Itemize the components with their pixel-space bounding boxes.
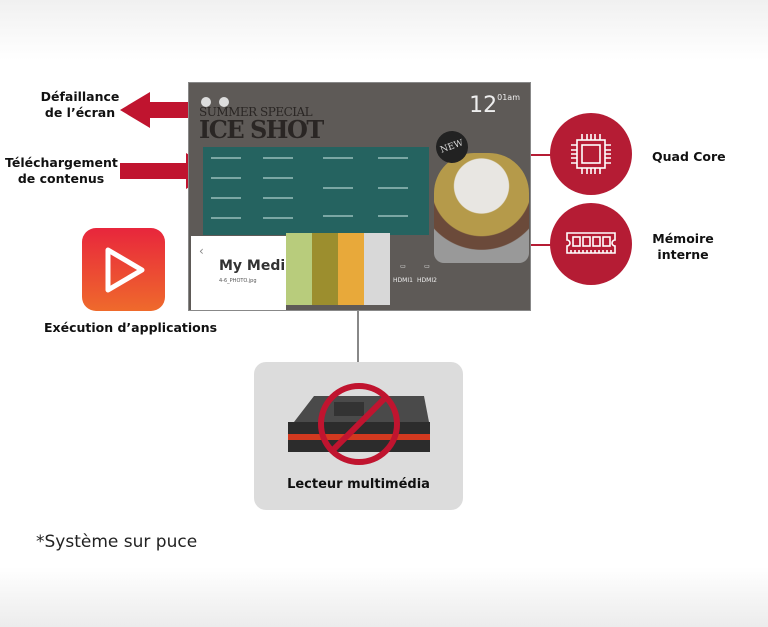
- label-screen-failure: Défaillance de l’écran: [40, 89, 120, 120]
- arrow-left-icon: [120, 92, 190, 128]
- connector-line: [531, 154, 551, 156]
- clock-hour: 12: [469, 93, 498, 118]
- launcher-card-my-media[interactable]: ‹ My Medi 4-6_PHOTO.jpg: [191, 236, 286, 310]
- bottom-band: [0, 567, 768, 627]
- clock-ampm: am: [507, 93, 520, 102]
- status-dot-icon: [219, 97, 229, 107]
- connector-line: [357, 311, 359, 362]
- chevron-left-icon[interactable]: ‹: [199, 244, 204, 258]
- top-band: [0, 0, 768, 60]
- promo-subtitle: SUMMER SPECIAL: [199, 105, 313, 119]
- app-tile[interactable]: [364, 233, 390, 305]
- footnote: *Système sur puce: [36, 532, 198, 552]
- menu-board: [203, 147, 429, 235]
- hdmi1-label: HDMI1: [393, 277, 413, 284]
- launcher-subtitle: 4-6_PHOTO.jpg: [219, 278, 257, 284]
- connector-line: [531, 244, 551, 246]
- app-tile[interactable]: [286, 233, 312, 305]
- hdmi2-tile[interactable]: ▭HDMI2: [417, 263, 437, 284]
- launcher-bar: ‹ My Medi 4-6_PHOTO.jpg ▭HDMI1 ▭HDMI2: [189, 233, 530, 310]
- app-tile[interactable]: [338, 233, 364, 305]
- ice-cream-image: [434, 153, 529, 263]
- label-quad-core: Quad Core: [652, 149, 726, 164]
- launcher-title: My Medi: [219, 258, 286, 274]
- app-tile[interactable]: [312, 233, 338, 305]
- promo-title: ICE SHOT: [199, 115, 324, 144]
- label-app-execution: Exécution d’applications: [44, 320, 218, 335]
- label-media-player: Lecteur multimédia: [287, 477, 430, 492]
- media-player-box: Lecteur multimédia: [254, 362, 463, 510]
- prohibited-icon: [318, 383, 400, 465]
- play-icon: [82, 228, 165, 311]
- clock-min: 01: [497, 93, 508, 102]
- cpu-icon: [550, 113, 632, 195]
- status-dot-icon: [201, 97, 211, 107]
- hdmi2-label: HDMI2: [417, 277, 437, 284]
- media-player-image: [288, 383, 430, 465]
- memory-icon: [550, 203, 632, 285]
- label-content-download: Téléchargement de contenus: [5, 155, 118, 186]
- clock: 1201am: [469, 93, 520, 118]
- hdmi1-tile[interactable]: ▭HDMI1: [393, 263, 413, 284]
- label-internal-memory: Mémoire interne: [652, 231, 714, 262]
- tv-screen: SUMMER SPECIAL ICE SHOT 1201am NEW ‹ My …: [188, 82, 531, 311]
